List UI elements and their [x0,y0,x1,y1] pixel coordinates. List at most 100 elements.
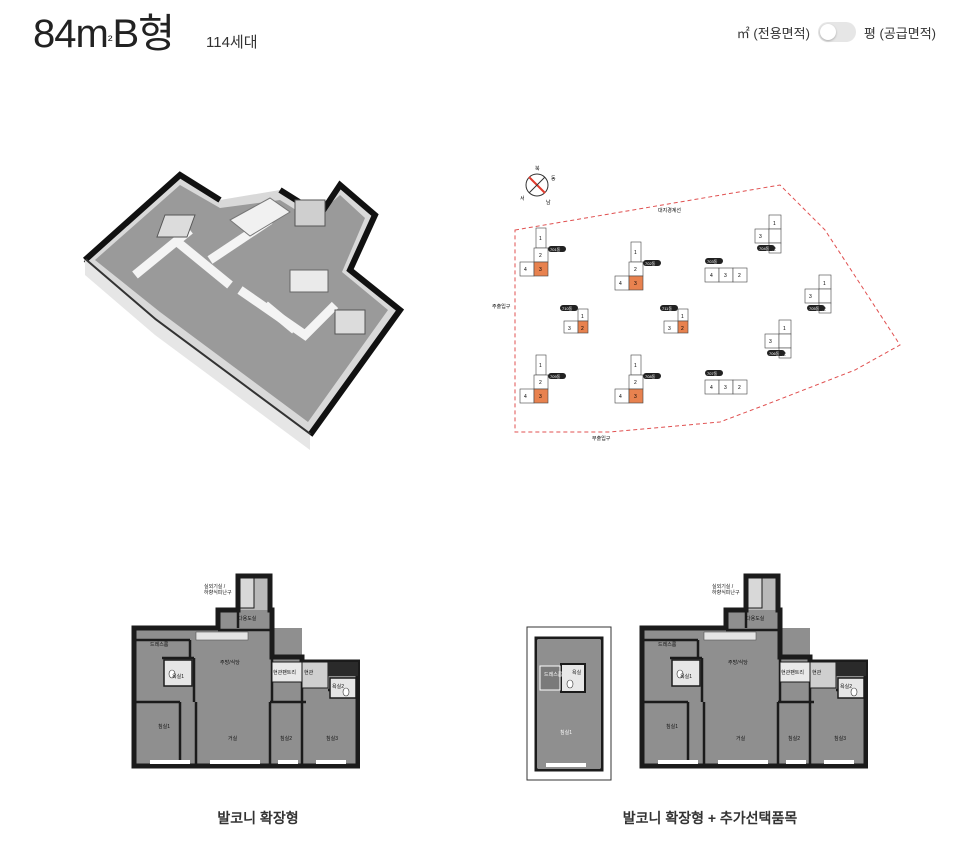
room-label-bath1: 욕실1 [172,673,184,680]
svg-text:3: 3 [724,385,727,391]
room-label-multi: 다용도실 [746,615,765,622]
switch-knob [819,24,836,40]
room-label-bath2: 욕실2 [840,683,852,690]
room-label-bed3: 침실3 [834,735,846,742]
isometric-floor-plan [82,171,405,450]
unit-left-label[interactable]: ㎡ (전용면적) [736,25,810,41]
room-label-laundry: 실외기실 / [712,583,734,590]
svg-text:1: 1 [539,363,542,369]
svg-text:2: 2 [539,380,542,386]
title-unit-sup: ² [107,32,113,48]
svg-text:704동: 704동 [759,246,770,251]
bathroom-2 [334,309,366,335]
room-label-bed1: 침실1 [666,723,678,730]
room-label-dress: 드레스룸 [150,641,169,648]
svg-text:711동: 711동 [662,306,672,311]
site-boundary [514,184,901,433]
svg-text:709동: 709동 [550,374,561,379]
svg-text:2: 2 [783,352,786,358]
unit-right-label[interactable]: 평 (공급면적) [863,25,936,41]
room-label-bed1: 침실1 [158,723,170,730]
wall-top-left [82,171,222,263]
svg-text:2: 2 [539,253,542,259]
main-entrance-label[interactable]: 주출입구 [492,303,511,310]
svg-text:1: 1 [773,221,776,227]
floor-plan-option-inset: 드레스룸 욕실 침실1 [526,626,612,781]
svg-text:708동: 708동 [645,374,656,379]
room-label-bed2: 침실2 [788,735,800,742]
svg-text:705동: 705동 [809,306,820,311]
svg-text:1: 1 [581,314,584,320]
svg-text:3: 3 [668,326,671,332]
svg-text:710동: 710동 [562,306,573,311]
svg-text:3: 3 [539,394,542,400]
compass-south: 남 [546,199,551,206]
svg-text:1: 1 [539,236,542,242]
svg-text:2: 2 [634,380,637,386]
room-label-bed3: 침실3 [326,735,338,742]
room-label-laundry: 하향식피난구 [712,589,740,596]
wall-interior [172,236,233,289]
svg-text:3: 3 [759,234,762,240]
svg-text:4: 4 [524,267,527,273]
room-label-bath2: 욕실2 [332,683,344,690]
page-title: 84m²B형 [33,10,175,58]
svg-text:2: 2 [634,267,637,273]
caption-option: 발코니 확장형 + 추가선택품목 [622,810,798,826]
svg-text:4: 4 [524,394,527,400]
room-label-multi: 다용도실 [238,615,257,622]
svg-text:2: 2 [738,273,741,279]
bathroom-1 [156,214,196,238]
household-count: 114세대 [206,34,258,51]
sub-entrance-label[interactable]: 부출입구 [592,435,611,442]
room-label-pantry: 현관팬트리 [781,669,804,676]
compass-east: 동 [551,176,556,182]
room-label-bath1: 욕실1 [680,673,692,680]
svg-text:2: 2 [581,326,584,332]
svg-text:1: 1 [681,314,684,320]
laundry-room [294,199,326,227]
svg-text:4: 4 [710,273,713,279]
wall-interior [237,286,339,341]
building-709동[interactable]: 1 2 4 3 709동 [519,354,566,404]
inset-dress: 드레스룸 [544,671,563,678]
wall-interior [262,301,298,334]
title-area: 84m [33,12,109,56]
compass-west: 서 [520,195,525,202]
unit-toggle[interactable]: ㎡ (전용면적) 평 (공급면적) [737,22,936,42]
inset-bath: 욕실 [572,669,582,676]
svg-text:3: 3 [568,326,571,332]
svg-text:1: 1 [634,250,637,256]
inset-bed: 침실1 [560,729,572,736]
compass-north: 북 [535,166,540,172]
wall-front-face [85,260,310,450]
building-710동[interactable]: 710동 1 3 2 [560,305,589,334]
svg-text:3: 3 [769,339,772,345]
svg-text:2: 2 [738,385,741,391]
room-label-bed2: 침실2 [280,735,292,742]
caption-expanded: 발코니 확장형 [217,810,299,826]
unit-switch[interactable] [817,22,856,42]
svg-text:1: 1 [783,326,786,332]
room-label-living: 거실 [228,735,238,742]
room-label-entrance: 현관 [304,669,314,676]
room-label-laundry: 하향식피난구 [204,589,232,596]
svg-text:3: 3 [634,281,637,287]
room-label-kitchen: 주방/식당 [728,659,748,666]
svg-text:4: 4 [619,394,622,400]
kitchen-counter [229,197,291,237]
svg-text:3: 3 [809,294,812,300]
